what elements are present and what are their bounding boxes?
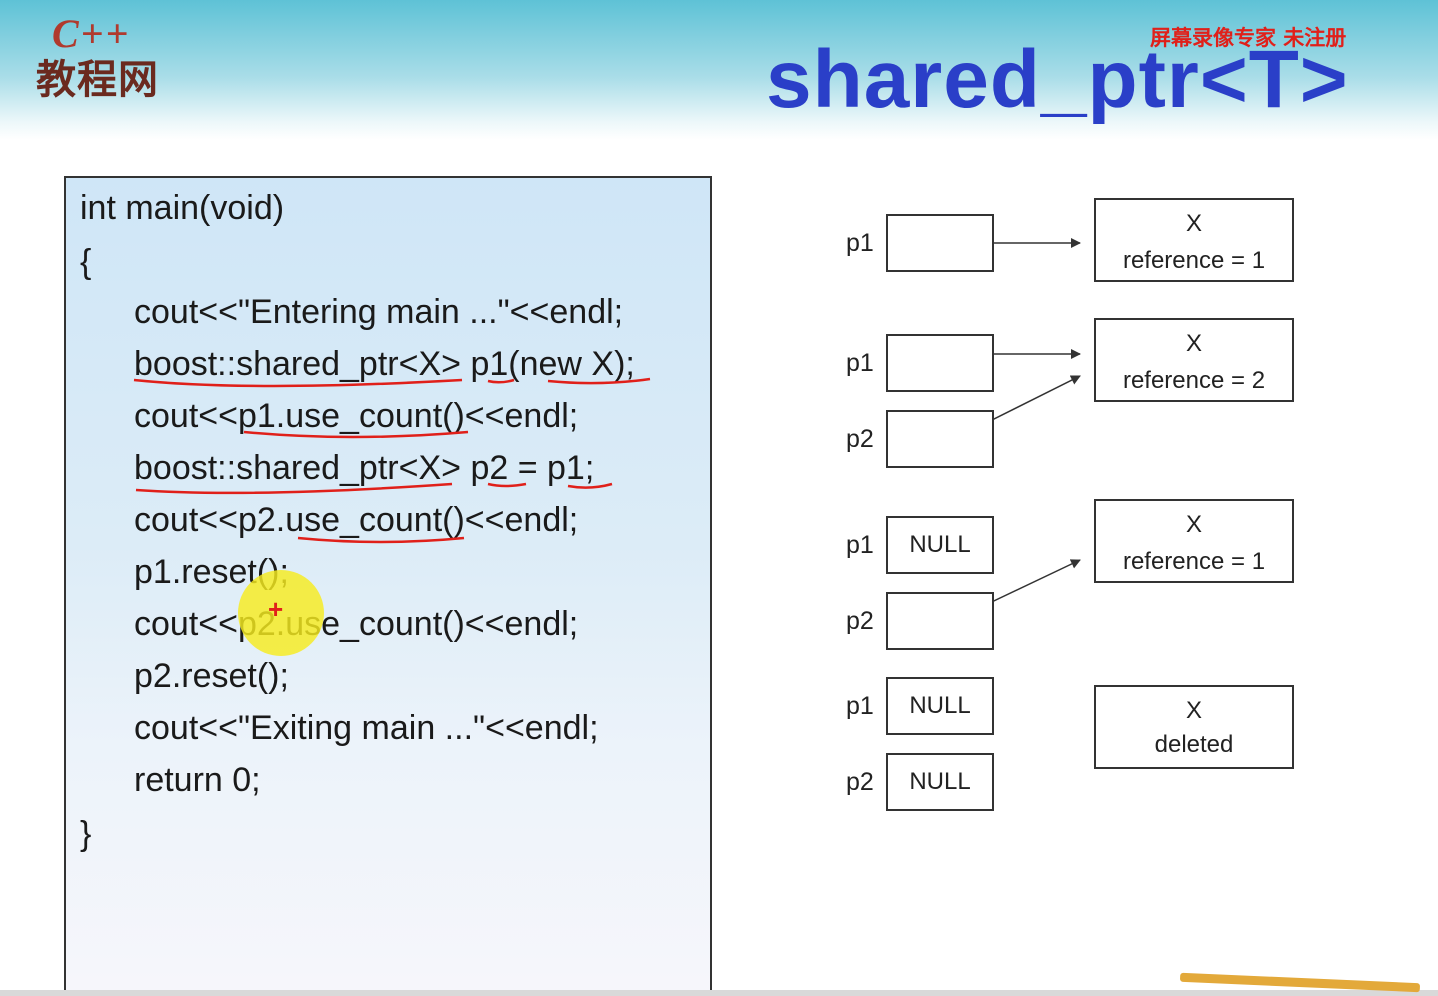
pointer-label: p1 xyxy=(846,692,874,720)
code-line: cout<<"Entering main ..."<<endl; xyxy=(134,293,624,331)
cursor-highlight xyxy=(238,570,324,656)
object-reference: reference = 1 xyxy=(1122,548,1266,575)
pointer-label: p2 xyxy=(846,607,874,635)
code-line: cout<<p2.use_count()<<endl; xyxy=(134,605,579,643)
logo: C++ 教程网 xyxy=(36,12,159,104)
code-line: cout<<"Exiting main ..."<<endl; xyxy=(134,709,599,747)
cursor-plus-icon: + xyxy=(268,594,284,624)
pointer-label: p1 xyxy=(846,229,874,257)
object-status: deleted xyxy=(1154,731,1234,758)
pointer-label: p1 xyxy=(846,349,874,377)
code-line: int main(void) xyxy=(80,189,285,227)
object-name: X xyxy=(1185,210,1202,237)
pointer-label: p2 xyxy=(846,768,874,796)
pointer-box xyxy=(886,214,994,272)
code-line: cout<<p2.use_count()<<endl; xyxy=(134,501,579,539)
logo-top: C++ xyxy=(52,11,131,56)
code-line: boost::shared_ptr<X> p1(new X); xyxy=(134,345,635,383)
pointer-box xyxy=(886,410,994,468)
object-box: X deleted xyxy=(1094,685,1294,769)
object-reference: reference = 2 xyxy=(1122,367,1266,394)
watermark: 屏幕录像专家 未注册 xyxy=(1150,25,1347,50)
object-name: X xyxy=(1185,511,1202,538)
slide-title: shared_ptr<T> xyxy=(766,34,1349,125)
pointer-label: p2 xyxy=(846,425,874,453)
code-line: boost::shared_ptr<X> p2 = p1; xyxy=(134,449,595,487)
header-band xyxy=(0,0,1438,140)
object-name: X xyxy=(1185,330,1202,357)
object-name: X xyxy=(1185,697,1202,724)
pointer-box: NULL xyxy=(886,677,994,735)
pointer-label: p1 xyxy=(846,531,874,559)
pointer-box xyxy=(886,334,994,392)
object-box: X reference = 1 xyxy=(1094,198,1294,282)
pointer-box: NULL xyxy=(886,753,994,811)
code-panel: int main(void) { cout<<"Entering main ..… xyxy=(64,176,712,992)
object-reference: reference = 1 xyxy=(1122,247,1266,274)
code-line: } xyxy=(80,815,92,853)
code-line: return 0; xyxy=(134,761,261,799)
code-line: { xyxy=(80,243,92,281)
object-box: X reference = 2 xyxy=(1094,318,1294,402)
pointer-box xyxy=(886,592,994,650)
object-box: X reference = 1 xyxy=(1094,499,1294,583)
logo-bottom: 教程网 xyxy=(36,56,159,103)
pointer-box: NULL xyxy=(886,516,994,574)
code-line: cout<<p1.use_count()<<endl; xyxy=(134,397,579,435)
code-line: p2.reset(); xyxy=(134,657,289,695)
bottom-edge xyxy=(0,990,1438,996)
